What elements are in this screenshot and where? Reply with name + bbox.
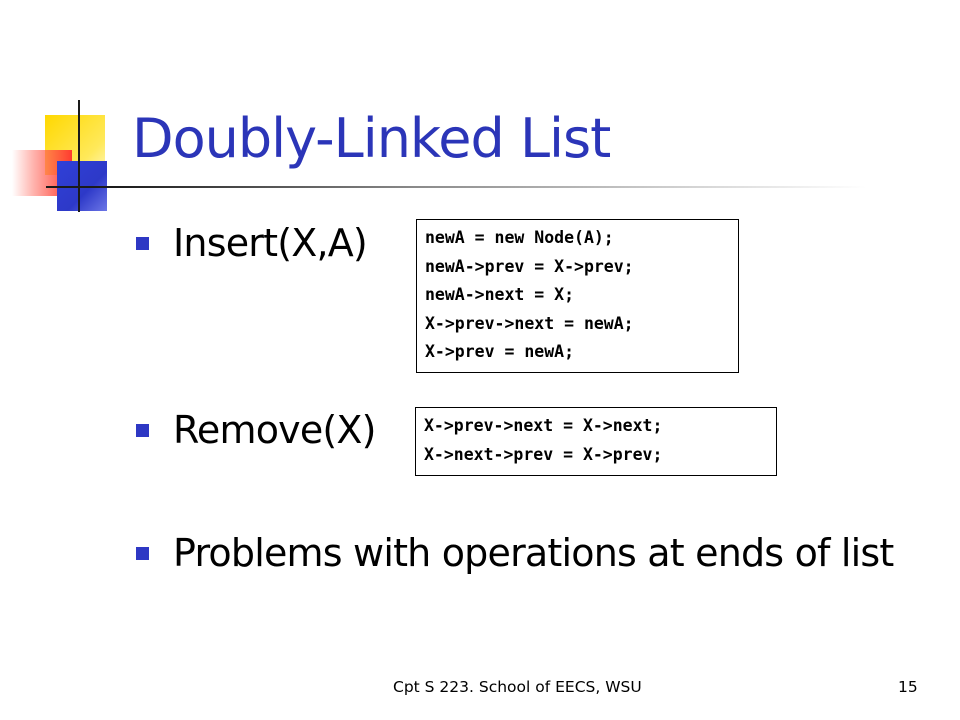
- title-underline: [46, 186, 866, 188]
- slide-title: Doubly-Linked List: [132, 107, 611, 170]
- bullet-text: Insert(X,A): [173, 221, 368, 265]
- code-line: newA = new Node(A);: [425, 228, 614, 247]
- remove-code-box: X->prev->next = X->next; X->next->prev =…: [415, 407, 777, 476]
- page-number: 15: [898, 678, 918, 696]
- code-line: newA->next = X;: [425, 285, 575, 304]
- square-bullet-icon: [136, 236, 149, 250]
- code-line: X->next->prev = X->prev;: [424, 444, 663, 464]
- code-line: X->prev = newA;: [425, 342, 575, 361]
- bullet-item-remove: Remove(X): [136, 405, 377, 455]
- code-line: X->prev->next = newA;: [425, 313, 634, 333]
- bullet-text: Remove(X): [173, 408, 377, 452]
- slide-footer: Cpt S 223. School of EECS, WSU: [393, 678, 642, 696]
- bullet-item-insert: Insert(X,A): [136, 218, 368, 268]
- square-bullet-icon: [136, 546, 149, 560]
- bullet-text: Problems with operations at ends of list: [173, 531, 894, 575]
- bullet-item-problems: Problems with operations at ends of list: [136, 528, 894, 578]
- insert-code-box: newA = new Node(A); newA->prev = X->prev…: [416, 219, 739, 373]
- code-line: X->prev->next = X->next;: [424, 416, 663, 435]
- square-bullet-icon: [136, 423, 149, 437]
- code-line: newA->prev = X->prev;: [425, 256, 634, 276]
- decorative-vertical-line: [78, 100, 80, 212]
